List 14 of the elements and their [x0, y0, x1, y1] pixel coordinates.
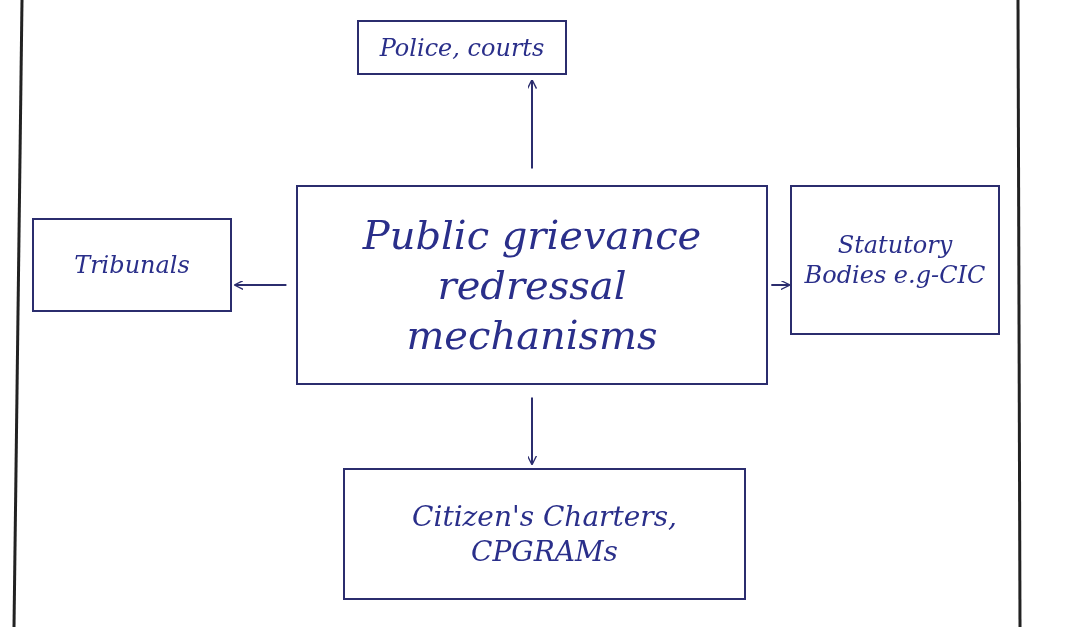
box-label: Tribunals [73, 250, 191, 280]
text-box [296, 185, 768, 385]
box-label: Public grievance redressal mechanisms [361, 211, 703, 360]
arrow [770, 279, 791, 291]
text-box [32, 218, 232, 312]
box-label: Statutory Bodies e.g-CIC [803, 230, 987, 290]
arrow [526, 396, 538, 466]
box-label: Citizen's Charters, CPGRAMs [411, 499, 678, 569]
arrow [526, 78, 538, 170]
text-box [357, 20, 567, 75]
text-box [790, 185, 1000, 335]
text-box [343, 468, 746, 600]
arrow [233, 279, 288, 291]
box-label: Police, courts [378, 32, 546, 63]
